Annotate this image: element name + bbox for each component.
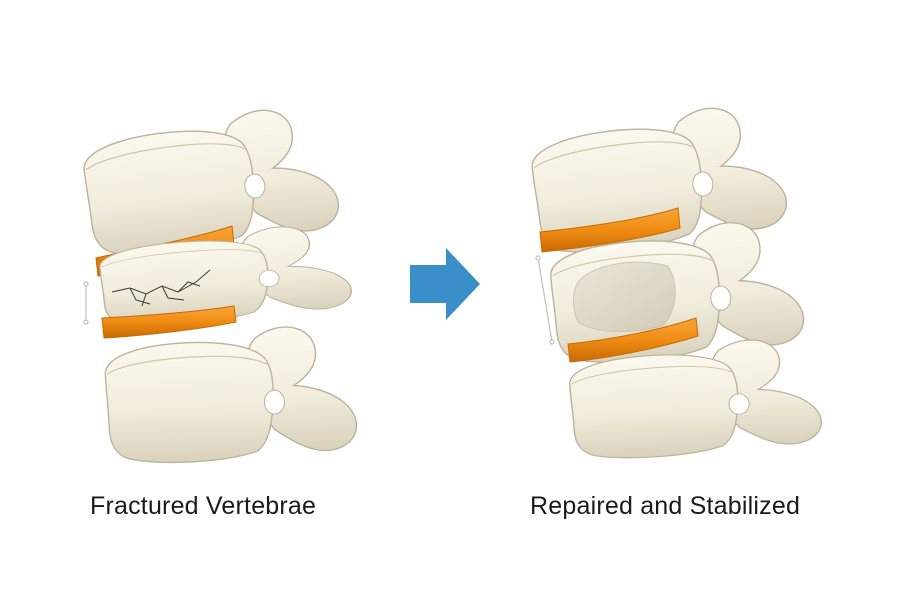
fractured-spine-illustration xyxy=(79,102,359,466)
arrow-right-icon xyxy=(410,248,480,320)
repaired-spine-illustration xyxy=(527,100,824,462)
height-indicator-left xyxy=(83,281,89,325)
fracture-cracks xyxy=(111,269,211,307)
disc-lower-repaired xyxy=(567,317,699,363)
disc-lower xyxy=(101,305,237,339)
bone-cement-fill xyxy=(573,261,676,333)
caption-repaired: Repaired and Stabilized xyxy=(530,492,801,520)
caption-fractured: Fractured Vertebrae xyxy=(90,492,317,520)
height-indicator-right xyxy=(535,255,555,345)
disc-upper-repaired xyxy=(539,207,681,253)
